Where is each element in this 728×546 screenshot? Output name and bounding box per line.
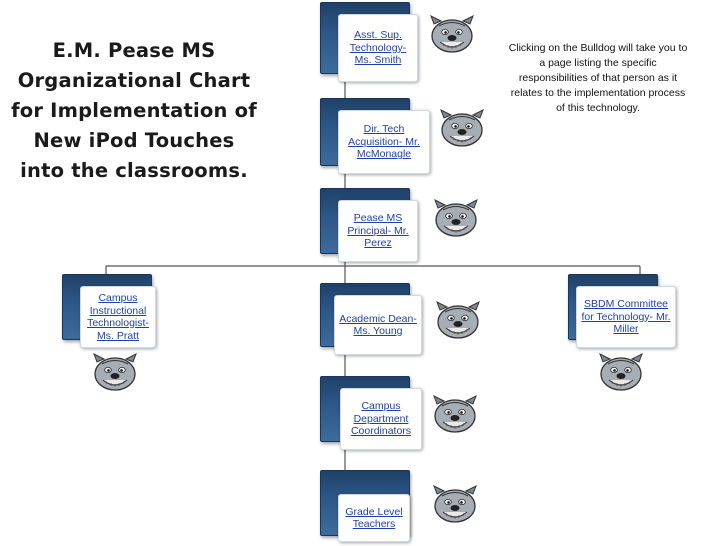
bulldog-icon[interactable] (432, 482, 478, 524)
bulldog-icon[interactable] (598, 350, 644, 392)
link-department-coordinators[interactable]: Campus Department Coordinators (350, 400, 412, 438)
node-grade-level-teachers[interactable]: Grade Level Teachers (320, 470, 410, 542)
node-label-box: Pease MS Principal- Mr. Perez (338, 200, 418, 262)
node-label-box: Asst. Sup. Technology- Ms. Smith (338, 14, 418, 82)
bulldog-icon[interactable] (439, 106, 485, 148)
link-asst-sup[interactable]: Asst. Sup. Technology- Ms. Smith (349, 29, 407, 67)
link-principal[interactable]: Pease MS Principal- Mr. Perez (347, 212, 409, 250)
node-sbdm-committee[interactable]: SBDM Committee for Technology- Mr. Mille… (568, 274, 676, 348)
link-dir-tech[interactable]: Dir. Tech Acquisition- Mr. McMonagle (348, 123, 420, 161)
bulldog-icon[interactable] (92, 350, 138, 392)
link-campus-technologist[interactable]: Campus Instructional Technologist- Ms. P… (87, 292, 149, 342)
node-label-box: Dir. Tech Acquisition- Mr. McMonagle (338, 110, 430, 174)
link-academic-dean[interactable]: Academic Dean- Ms. Young (339, 312, 417, 338)
node-label-box: Academic Dean- Ms. Young (334, 295, 422, 355)
node-label-box: SBDM Committee for Technology- Mr. Mille… (576, 286, 676, 348)
node-label-box: Grade Level Teachers (338, 494, 410, 542)
bulldog-icon[interactable] (433, 196, 479, 238)
bulldog-icon[interactable] (435, 298, 481, 340)
instruction-note: Clicking on the Bulldog will take you to… (508, 42, 688, 114)
node-dir-tech[interactable]: Dir. Tech Acquisition- Mr. McMonagle (320, 98, 430, 174)
node-campus-technologist[interactable]: Campus Instructional Technologist- Ms. P… (62, 274, 156, 348)
link-grade-level-teachers[interactable]: Grade Level Teachers (345, 505, 403, 531)
node-label-box: Campus Instructional Technologist- Ms. P… (80, 286, 156, 348)
node-label-box: Campus Department Coordinators (340, 388, 422, 450)
node-asst-sup[interactable]: Asst. Sup. Technology- Ms. Smith (320, 2, 418, 82)
bulldog-icon[interactable] (429, 12, 475, 54)
page-title: E.M. Pease MS Organizational Chart for I… (11, 39, 257, 182)
bulldog-icon[interactable] (432, 392, 478, 434)
link-sbdm-committee[interactable]: SBDM Committee for Technology- Mr. Mille… (581, 298, 671, 336)
node-department-coordinators[interactable]: Campus Department Coordinators (320, 376, 422, 450)
node-academic-dean[interactable]: Academic Dean- Ms. Young (320, 283, 422, 355)
node-principal[interactable]: Pease MS Principal- Mr. Perez (320, 188, 418, 262)
